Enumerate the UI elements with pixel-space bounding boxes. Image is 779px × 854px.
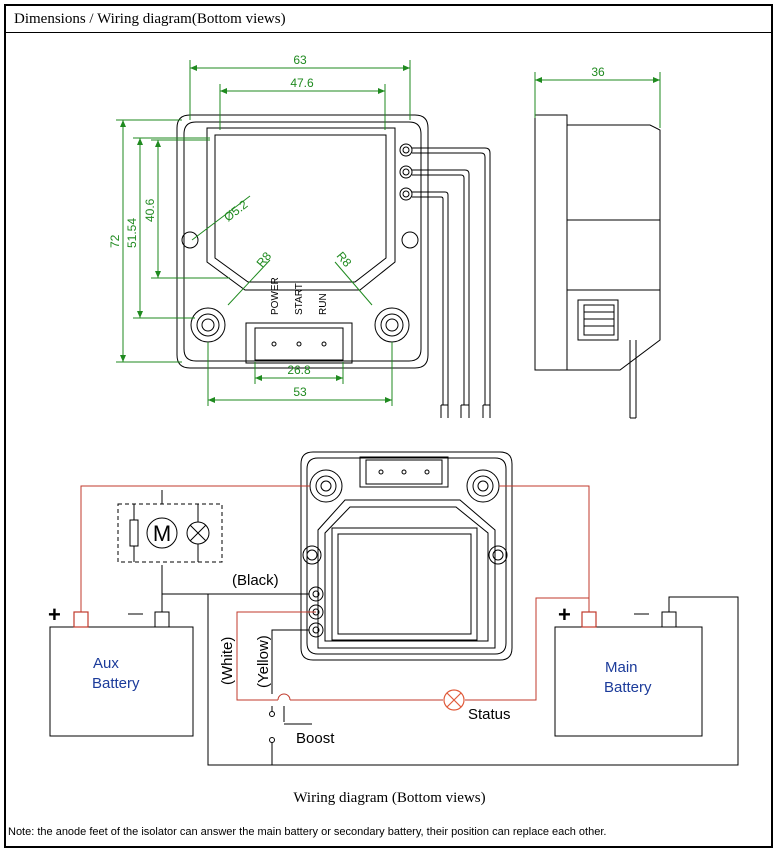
dimension-lines [116,60,661,406]
label-run: RUN [318,293,329,315]
dim-depth: 36 [591,65,605,79]
negative-wires [161,490,739,766]
main-negative-terminal [661,611,677,628]
main-battery [554,626,703,737]
label-black: (Black) [232,572,279,589]
aux-positive-terminal [73,611,89,628]
side-view [534,114,661,419]
label-status: Status [468,706,511,723]
aux-battery-line1: Aux [93,655,119,672]
label-boost: Boost [296,730,335,747]
aux-battery-line2: Battery [92,675,140,692]
front-view [176,114,491,418]
main-battery-line2: Battery [604,679,652,696]
dim-radius-right: R8 [334,249,355,270]
dim-hole-dia: Ø5.2 [221,197,250,224]
dim-height-total: 72 [108,234,122,248]
dimension-arrows [120,65,660,403]
main-plus-sign: + [558,602,571,627]
dim-height-inner: 40.6 [143,198,157,222]
aux-negative-terminal [154,611,170,628]
label-power: POWER [270,277,281,315]
main-battery-line1: Main [605,659,638,676]
diagram-caption: Wiring diagram (Bottom views) [293,790,486,806]
motor-load [117,503,223,563]
label-white: (White) [219,637,236,685]
header-title: Dimensions / Wiring diagram(Bottom views… [14,11,286,27]
motor-symbol: M [153,521,171,546]
dim-connector: 26.8 [287,363,311,377]
aux-minus-sign: — [128,605,143,622]
main-positive-terminal [581,611,597,628]
main-minus-sign: — [634,605,649,622]
dim-height-mid: 51.54 [125,218,139,248]
isolator-unit [300,451,513,661]
footnote: Note: the anode feet of the isolator can… [8,826,607,838]
figure-frame: Dimensions / Wiring diagram(Bottom views… [4,4,773,848]
label-yellow: (Yellow) [255,635,272,688]
status-lamp-cross [446,692,462,708]
aux-plus-sign: + [48,602,61,627]
dim-width-inner: 47.6 [290,76,314,90]
dim-width-outer: 63 [293,53,307,67]
label-start: START [294,283,305,315]
aux-battery [49,626,194,737]
header-bar: Dimensions / Wiring diagram(Bottom views… [6,6,771,33]
dim-radius-left: R8 [254,249,275,270]
dim-terminal-spacing: 53 [293,385,307,399]
positive-wires [80,485,590,701]
